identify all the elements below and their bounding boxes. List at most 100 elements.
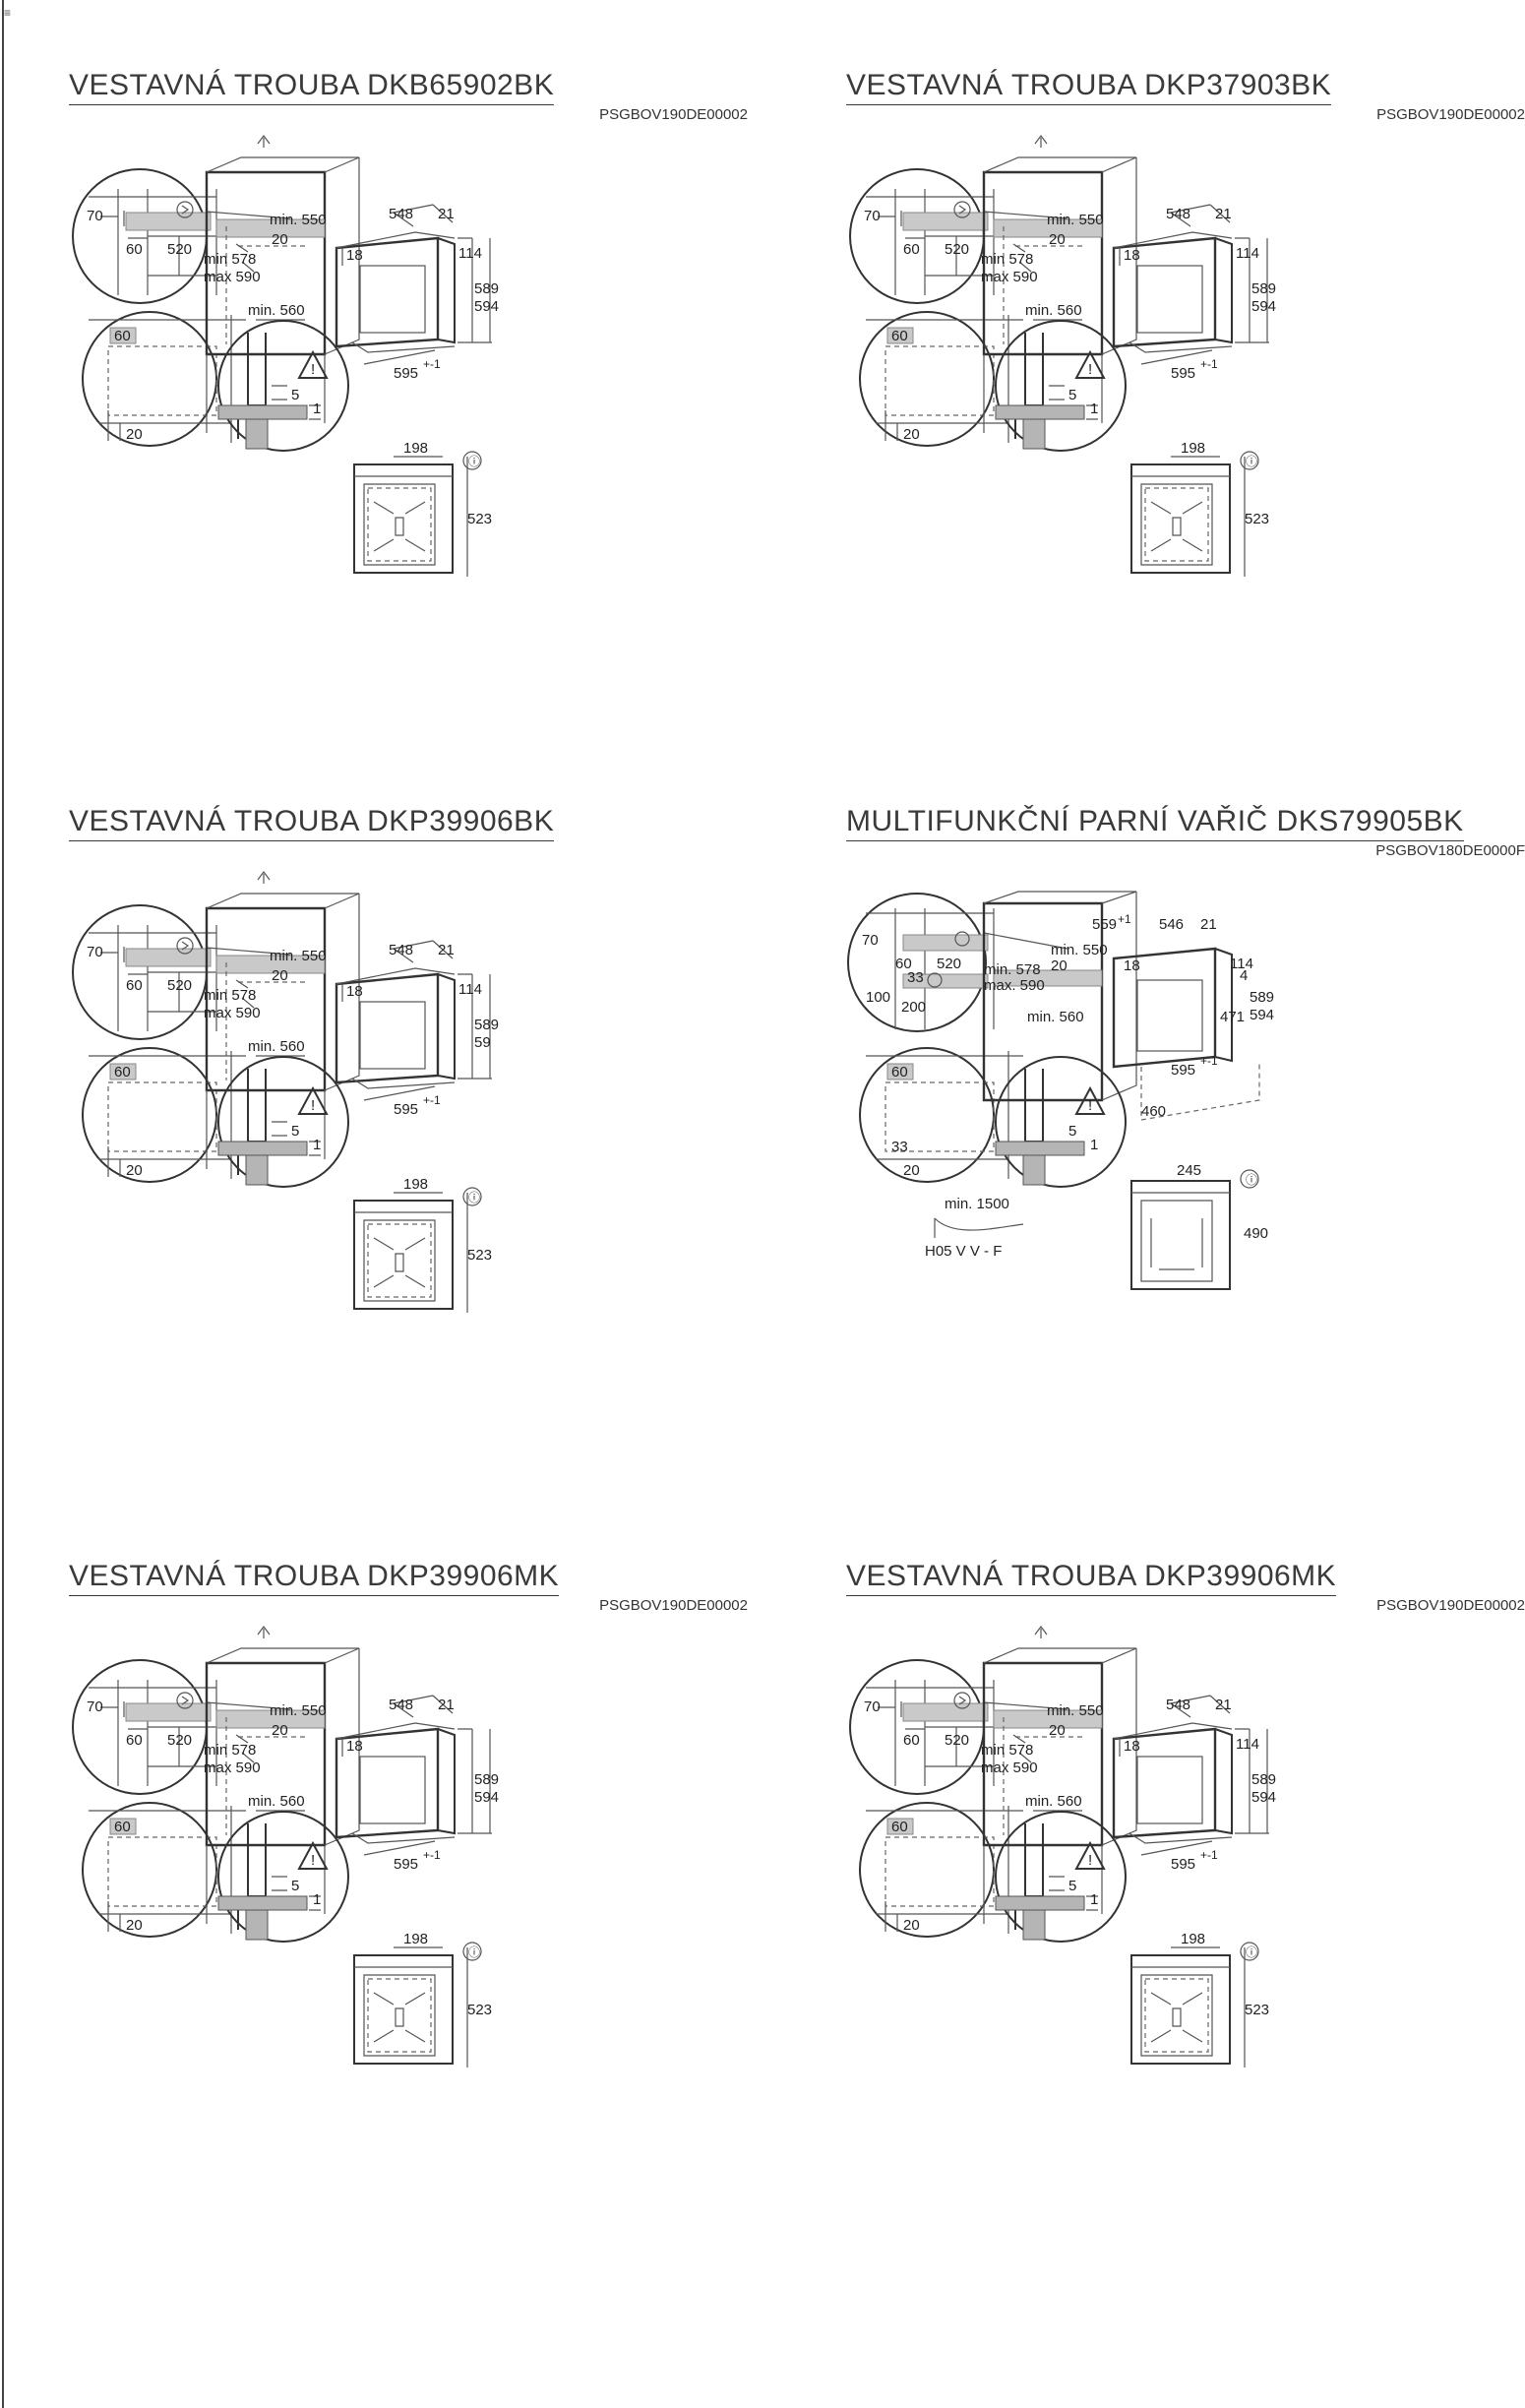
installation-drawing: 70 60 520 60 20 min. 550 20 min 578 ma xyxy=(72,135,499,577)
installation-drawing: 70 60 520 33 100 200 60 33 20 min. 550 2… xyxy=(847,891,1274,1290)
detail-circle-warning: 5 1 ! xyxy=(995,320,1127,452)
drawing-code: PSGBOV190DE00002 xyxy=(599,1597,748,1614)
dim-min-560: min. 560 xyxy=(248,1038,305,1055)
product-panel: MULTIFUNKČNÍ PARNÍ VAŘIČ DKS79905BK PSGB… xyxy=(846,805,1525,1513)
dim-60-bottom: 60 xyxy=(114,1819,131,1835)
dim-18: 18 xyxy=(1124,1738,1140,1755)
dim-60: 60 xyxy=(126,977,143,994)
dim-589: 589 xyxy=(474,280,499,297)
product-panel: VESTAVNÁ TROUBA DKB65902BK PSGBOV190DE00… xyxy=(69,69,748,777)
cabinet-niche: min. 550 20 min 578 max 590 min. 560 xyxy=(204,1626,360,1924)
dim-18: 18 xyxy=(346,983,363,1000)
drawing-code: PSGBOV190DE00002 xyxy=(1376,1597,1525,1614)
dim-198: 198 xyxy=(1181,440,1205,457)
dim-4: 4 xyxy=(1240,967,1248,984)
dim-min-550: min. 550 xyxy=(270,212,327,228)
dim-20-bottom: 20 xyxy=(903,1162,920,1179)
rear-power-box: 245 490 ⓘ xyxy=(1130,1162,1268,1290)
power-connection-icon: ⓘ xyxy=(468,455,480,468)
dim-21: 21 xyxy=(438,206,455,222)
dim-559-tolerance: +1 xyxy=(1118,912,1131,926)
warning-icon: ! xyxy=(311,361,315,378)
dim-523: 523 xyxy=(1245,511,1269,527)
dim-546: 546 xyxy=(1159,916,1184,933)
dim-70: 70 xyxy=(862,932,879,949)
dim-20-bottom: 20 xyxy=(126,426,143,443)
detail-circle-top: 70 60 520 xyxy=(849,1659,1068,1795)
dim-70: 70 xyxy=(87,1698,103,1715)
rear-power-box: 198 523 ⓘ xyxy=(353,440,492,577)
dim-595-tolerance: +-1 xyxy=(423,1848,441,1862)
dim-245: 245 xyxy=(1177,1162,1201,1179)
dim-595: 595 xyxy=(1171,365,1195,382)
detail-circle-bottom: 60 20 xyxy=(82,1047,246,1183)
warning-icon: ! xyxy=(1088,361,1092,378)
dim-523: 523 xyxy=(467,1247,492,1264)
dim-min-560: min. 560 xyxy=(248,302,305,319)
power-connection-icon: ⓘ xyxy=(1246,455,1257,468)
dim-520: 520 xyxy=(167,977,192,994)
dim-595-tolerance: +-1 xyxy=(1200,1054,1218,1068)
dim-114: 114 xyxy=(1236,1736,1259,1753)
dim-20-niche: 20 xyxy=(272,1722,288,1739)
dim-min-550: min. 550 xyxy=(1047,212,1104,228)
detail-circle-warning: 5 1 ! xyxy=(217,320,349,452)
dim-min-550: min. 550 xyxy=(1051,942,1108,958)
dim-70: 70 xyxy=(87,944,103,960)
oven-appliance: 548 21 18 589 594 595 +-1 xyxy=(335,1695,499,1873)
drawing-code: PSGBOV190DE00002 xyxy=(1376,106,1525,123)
dim-20-niche: 20 xyxy=(272,231,288,248)
dim-70: 70 xyxy=(87,208,103,224)
dim-520: 520 xyxy=(167,241,192,258)
dim-460: 460 xyxy=(1141,1103,1166,1120)
product-title: VESTAVNÁ TROUBA DKB65902BK xyxy=(69,69,555,105)
detail-circle-warning: 5 1 ! xyxy=(995,1811,1127,1943)
dim-min-560: min. 560 xyxy=(248,1793,305,1810)
dim-114: 114 xyxy=(1230,956,1253,972)
dim-594: 594 xyxy=(474,298,499,315)
warning-icon: ! xyxy=(311,1852,315,1869)
oven-appliance: 548 21 18 114 589 59 595 +-1 xyxy=(335,940,499,1118)
dim-548: 548 xyxy=(1166,1697,1190,1713)
dim-589: 589 xyxy=(1251,1771,1276,1788)
power-connection-icon: ⓘ xyxy=(468,1191,480,1204)
dim-1: 1 xyxy=(1090,1137,1098,1153)
dim-5: 5 xyxy=(1068,1123,1076,1140)
dim-60: 60 xyxy=(903,241,920,258)
dim-20-bottom: 20 xyxy=(903,426,920,443)
detail-circle-bottom: 60 33 20 xyxy=(859,1047,1023,1183)
dim-520: 520 xyxy=(937,956,961,972)
dim-min-578: min 578 xyxy=(981,1742,1033,1759)
dim-523: 523 xyxy=(467,511,492,527)
power-cable: min. 1500 H05 V V - F xyxy=(925,1196,1024,1260)
dim-60: 60 xyxy=(126,1732,143,1749)
dim-20-bottom: 20 xyxy=(126,1917,143,1934)
dim-594: 594 xyxy=(1251,298,1276,315)
dim-min-560: min. 560 xyxy=(1025,302,1082,319)
dim-60-bottom: 60 xyxy=(114,1064,131,1081)
dim-min-560: min. 560 xyxy=(1025,1793,1082,1810)
dim-595: 595 xyxy=(394,1856,418,1873)
installation-drawing: 70 60 520 60 20 min. 550 20 min 578 ma xyxy=(72,871,499,1313)
drawing-code: PSGBOV190DE00002 xyxy=(599,106,748,123)
dim-60-bottom: 60 xyxy=(891,1064,908,1081)
product-panel: VESTAVNÁ TROUBA DKP37903BK PSGBOV190DE00… xyxy=(846,69,1525,777)
dim-589: 589 xyxy=(474,1017,499,1033)
dim-490: 490 xyxy=(1244,1225,1268,1242)
dim-max-590: max 590 xyxy=(204,269,261,285)
dim-min-578: min 578 xyxy=(204,987,256,1004)
menu-icon: ≡ xyxy=(4,6,12,20)
dim-60: 60 xyxy=(903,1732,920,1749)
detail-circle-bottom: 60 20 xyxy=(82,311,246,447)
dim-559: 559 xyxy=(1092,916,1117,933)
oven-appliance: 548 21 18 114 589 594 595 +-1 xyxy=(335,204,499,382)
detail-circle-bottom: 60 20 xyxy=(859,311,1023,447)
dim-594: 594 xyxy=(1250,1007,1274,1023)
product-title: VESTAVNÁ TROUBA DKP39906MK xyxy=(846,1560,1337,1596)
warning-icon: ! xyxy=(311,1097,315,1114)
dim-60: 60 xyxy=(895,956,912,972)
product-title: VESTAVNÁ TROUBA DKP37903BK xyxy=(846,69,1332,105)
dim-20-bottom: 20 xyxy=(126,1162,143,1179)
dim-20-niche: 20 xyxy=(1049,231,1066,248)
dim-max-590: max 590 xyxy=(981,269,1038,285)
